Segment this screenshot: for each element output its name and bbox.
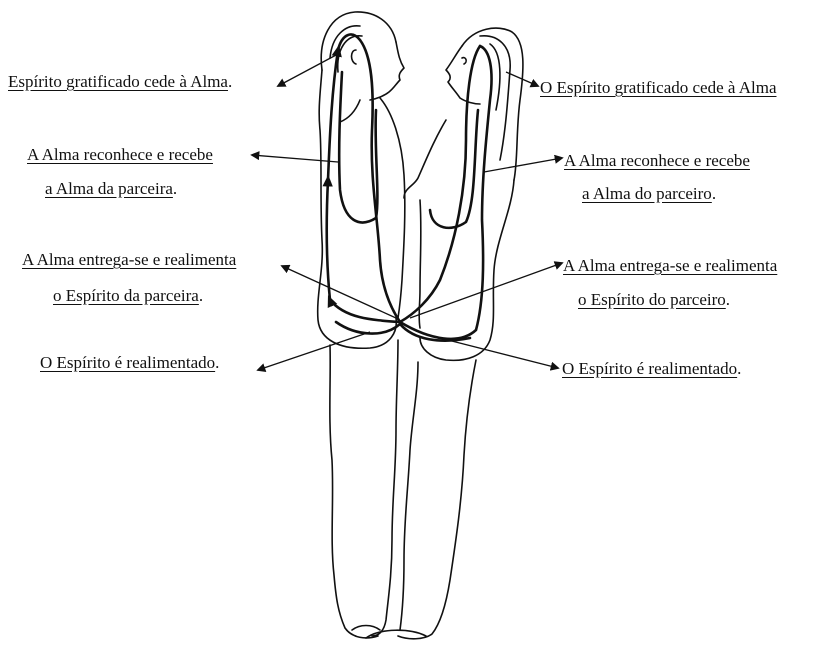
female-figure	[366, 28, 523, 639]
label-right-spirit-fed: O Espírito é realimentado.	[562, 359, 741, 379]
arrow-right-4	[440, 338, 558, 368]
arrow-left-3	[282, 266, 396, 318]
male-flow-inner	[360, 40, 400, 322]
male-face	[370, 42, 404, 100]
label-right-soul-recognizes-line2: a Alma do parceiro.	[582, 184, 716, 204]
male-flow-outer	[327, 35, 400, 322]
male-back	[318, 70, 397, 348]
label-left-spirit-gratified: Espírito gratificado cede à Alma.	[8, 72, 232, 92]
arrow-right-2	[484, 158, 562, 172]
label-right-soul-gives-line2: o Espírito do parceiro.	[578, 290, 730, 310]
female-back	[420, 180, 514, 360]
female-leg-back	[398, 360, 476, 639]
female-flow-arm	[430, 110, 478, 228]
label-left-spirit-fed: O Espírito é realimentado.	[40, 353, 219, 373]
label-arrows	[252, 54, 562, 370]
label-left-soul-gives-line1: A Alma entrega-se e realimenta	[22, 250, 236, 270]
arrow-left-2	[252, 155, 338, 162]
male-leg-back	[330, 345, 378, 638]
female-front	[404, 120, 446, 198]
female-flow-outer	[400, 46, 492, 339]
arrow-left-4	[258, 332, 370, 370]
male-figure	[318, 12, 405, 638]
label-right-soul-recognizes-line1: A Alma reconhece e recebe	[564, 151, 750, 171]
arrow-left-1	[278, 54, 338, 86]
label-right-soul-gives-line1: A Alma entrega-se e realimenta	[563, 256, 777, 276]
female-hair	[462, 28, 523, 180]
label-left-soul-gives-line2: o Espírito da parceira.	[53, 286, 203, 306]
male-hair	[321, 12, 396, 70]
label-left-soul-recognizes-line1: A Alma reconhece e recebe	[27, 145, 213, 165]
label-right-spirit-gratified: O Espírito gratificado cede à Alma	[540, 78, 777, 98]
label-left-soul-recognizes-line2: a Alma da parceira.	[45, 179, 177, 199]
